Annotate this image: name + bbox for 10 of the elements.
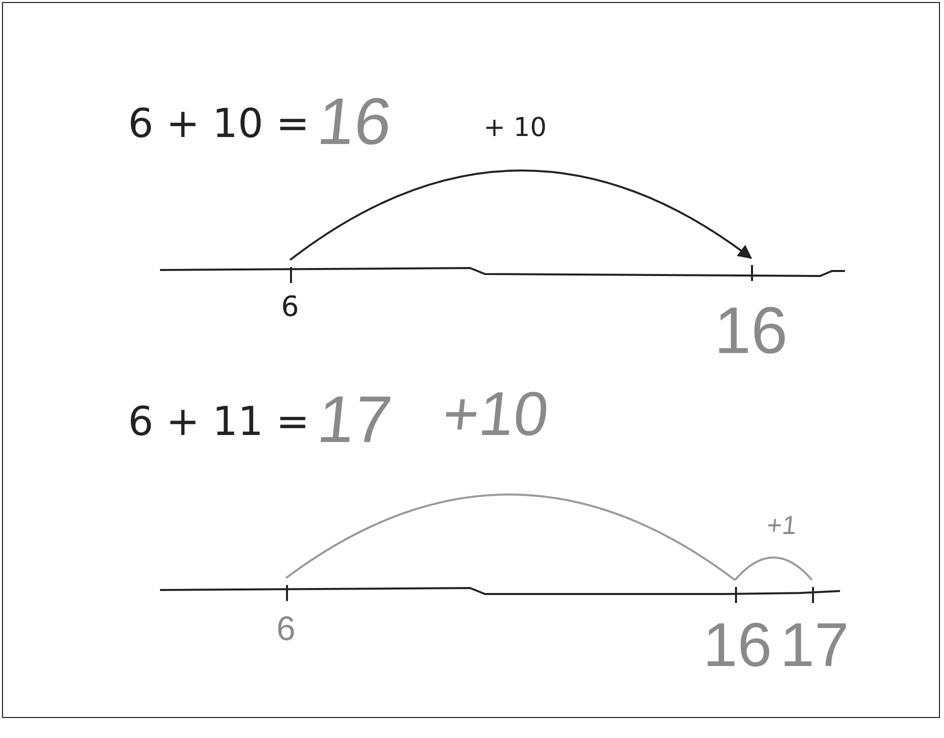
arc-arrow: [289, 170, 752, 261]
equation-text: 6 + 10 =: [128, 104, 310, 144]
answer-text: 17: [314, 386, 395, 452]
tick-label: 17: [780, 580, 844, 680]
answer-text: 16: [314, 88, 395, 154]
equation-text: 6 + 11 =: [128, 402, 310, 442]
tick-label: 6: [266, 578, 306, 648]
tick-label: 16: [703, 580, 767, 680]
tick-label: 16: [706, 258, 796, 366]
tick-label: 6: [270, 260, 310, 322]
